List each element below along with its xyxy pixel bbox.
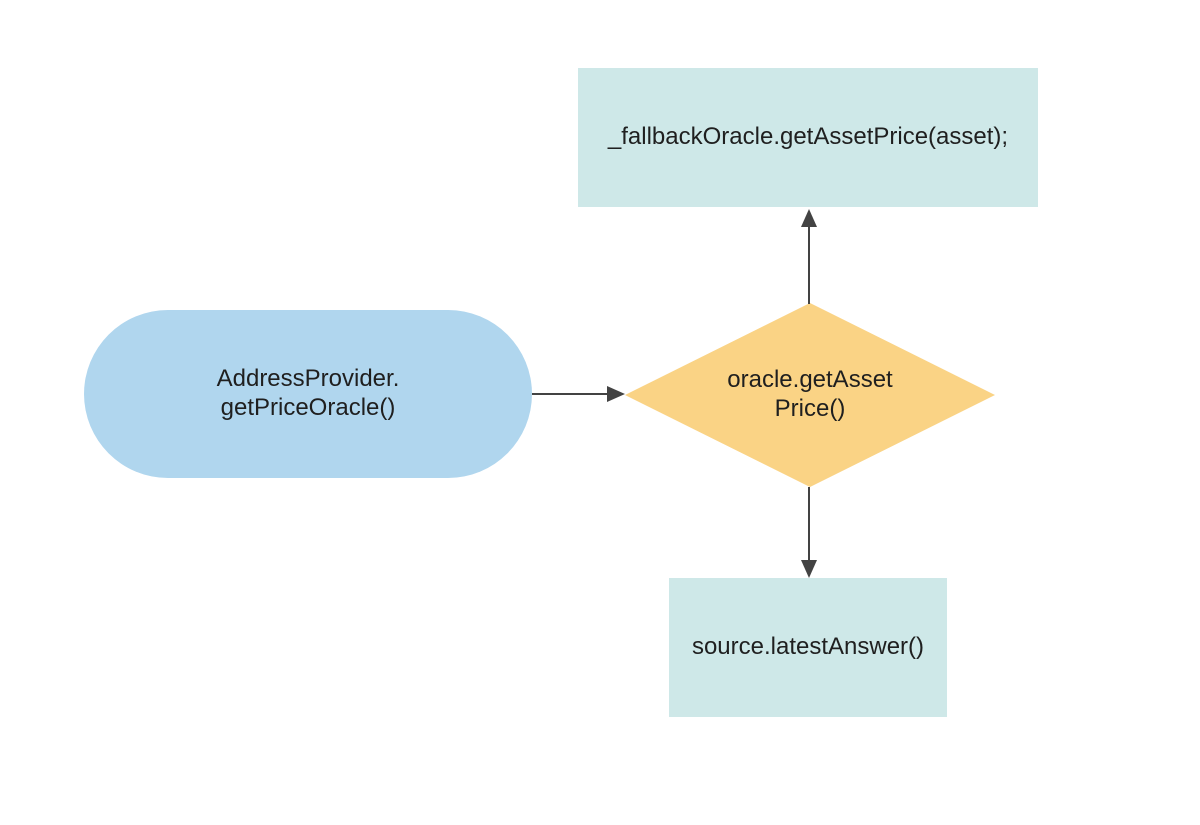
arrow-line xyxy=(808,226,810,304)
arrowhead-down-icon xyxy=(801,560,817,578)
node-oracle-get-asset-price: oracle.getAsset Price() xyxy=(625,303,995,487)
node-source-latest-answer: source.latestAnswer() xyxy=(669,578,947,717)
arrowhead-right-icon xyxy=(607,386,625,402)
node-fallback-oracle-call: _fallbackOracle.getAssetPrice(asset); xyxy=(578,68,1038,207)
node-address-provider-label-line2: getPriceOracle() xyxy=(220,394,396,421)
arrow-line xyxy=(808,487,810,561)
node-address-provider: AddressProvider. getPriceOracle() xyxy=(84,310,532,478)
node-fallback-oracle-label: _fallbackOracle.getAssetPrice(asset); xyxy=(607,123,1009,151)
arrow-line xyxy=(532,393,608,395)
arrowhead-up-icon xyxy=(801,209,817,227)
node-address-provider-label-line1: AddressProvider. xyxy=(216,365,400,393)
node-source-latest-answer-label: source.latestAnswer() xyxy=(691,633,925,661)
node-oracle-label-line2: Price() xyxy=(774,395,846,422)
node-oracle-label-line1: oracle.getAsset xyxy=(727,366,893,394)
